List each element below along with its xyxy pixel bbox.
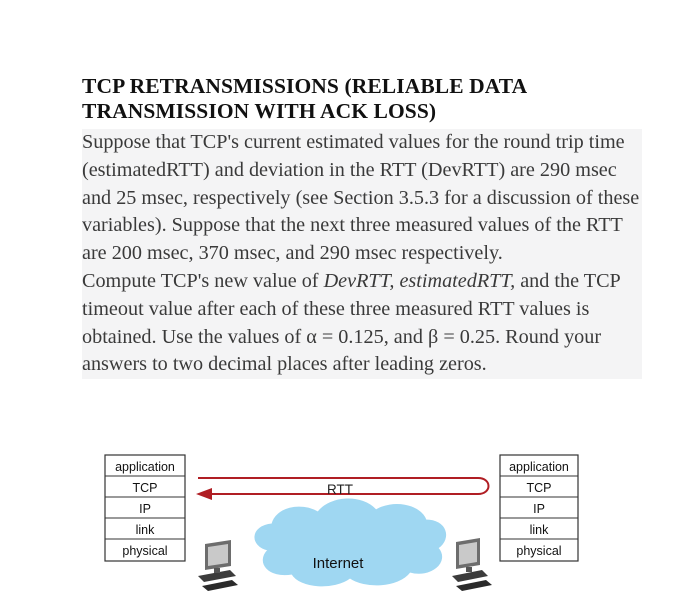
right-layer-tcp: TCP [527, 481, 552, 495]
right-protocol-stack: application TCP IP link physical [499, 454, 579, 562]
document: TCP RETRANSMISSIONS (RELIABLE DATA TRANS… [82, 74, 642, 380]
left-layer-tcp: TCP [133, 481, 158, 495]
left-computer-icon [198, 540, 238, 591]
document-title: TCP RETRANSMISSIONS (RELIABLE DATA TRANS… [82, 74, 642, 124]
title-line-1: TCP RETRANSMISSIONS (RELIABLE DATA [82, 74, 528, 98]
paragraph-2-italic: DevRTT, estimatedRTT, [323, 269, 516, 292]
right-layer-link: link [530, 523, 550, 537]
left-layer-physical: physical [122, 544, 167, 558]
paragraph-1: Suppose that TCP's current estimated val… [82, 131, 640, 265]
right-layer-ip: IP [533, 502, 545, 516]
right-layer-application: application [509, 460, 569, 474]
title-line-2: TRANSMISSION WITH ACK LOSS) [82, 99, 437, 123]
paragraph-2-post: and the TCP timeout value after each of … [82, 269, 621, 376]
internet-label: Internet [313, 555, 365, 572]
left-protocol-stack: application TCP IP link physical [104, 454, 186, 562]
right-computer-icon [452, 538, 492, 591]
left-layer-ip: IP [139, 502, 151, 516]
rtt-diagram: Internet application TCP IP link physica… [104, 454, 579, 591]
left-layer-link: link [136, 523, 156, 537]
paragraph-2-pre: Compute TCP's new value of [82, 269, 324, 292]
paragraph-2: Compute TCP's new value of DevRTT, estim… [82, 268, 642, 379]
problem-statement: Suppose that TCP's current estimated val… [82, 129, 642, 380]
internet-cloud [254, 498, 447, 587]
rtt-arrow [196, 477, 490, 500]
right-layer-physical: physical [516, 544, 561, 558]
rtt-label: RTT [327, 482, 353, 497]
left-layer-application: application [115, 460, 175, 474]
